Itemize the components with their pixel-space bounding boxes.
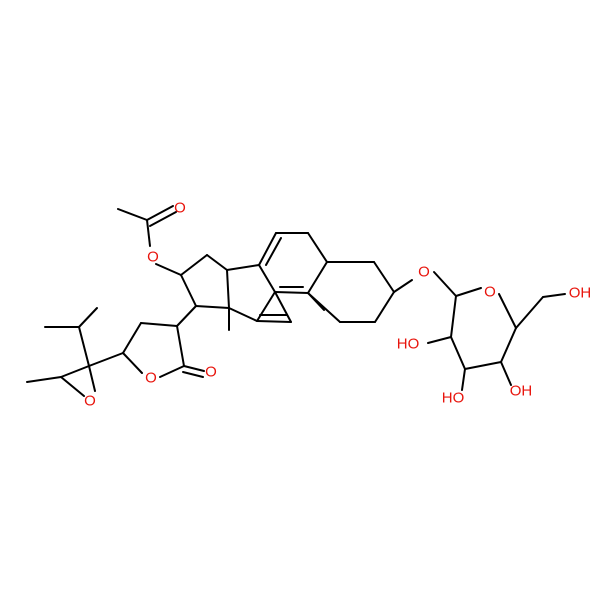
bond-c1s-ring-o: [455, 287, 482, 297]
bond-c10-c9: [274, 291, 309, 294]
bond-epoxide-c-o2: [88, 365, 96, 392]
bond-c3s-oh: [461, 368, 466, 391]
bond-methyl-acetyl: [117, 208, 148, 221]
bond-c3-o-glycoside: [393, 279, 413, 293]
oxygen-label: O: [84, 393, 96, 410]
bond-c17-lactone: [176, 305, 197, 327]
bond-epoxide-isopropyl: [78, 326, 90, 367]
bond-c2s-oh: [427, 336, 452, 344]
bond-carbonyl-c-o: [146, 205, 174, 221]
bond-c8-c7: [258, 232, 277, 266]
bond-acyl-ester-o: [146, 219, 151, 247]
bond-c2-c3: [374, 291, 395, 323]
bond-c-side-ch2: [122, 322, 142, 354]
hydroxyl-label: HO: [442, 390, 465, 407]
bond-c4s-oh: [500, 361, 512, 386]
bond-ch2-lactone: [140, 322, 178, 327]
oxygen-label: O: [147, 249, 159, 266]
bond-c16-c15: [180, 254, 208, 276]
bond-c11-c12: [228, 307, 258, 322]
bond-c2s-c1s: [450, 295, 457, 338]
hydroxyl-label: OH: [569, 285, 592, 302]
bond-c17-c16: [180, 274, 197, 307]
bond-co-o-carbonyl: [183, 365, 205, 372]
bond-c5-c10: [307, 261, 328, 294]
bond-c5s-c4s: [500, 327, 517, 363]
bond-c11b-c12b: [256, 320, 292, 323]
bond-c8-c7-double: [265, 237, 282, 266]
bond-epoxide-methyl: [26, 376, 62, 383]
oxygen-label: O: [418, 264, 430, 281]
bond-co-ring-o: [159, 365, 185, 378]
oxygen-label: O: [174, 200, 186, 217]
bond-c10-c1: [307, 292, 341, 323]
oxygen-label: O: [145, 370, 157, 387]
bond-c3-c4: [373, 261, 395, 293]
bond-c6s-oh: [542, 293, 566, 298]
bond-c5s-c6s: [515, 296, 544, 329]
atom-labels: O O O O OH HO HO OH O O O: [84, 200, 591, 410]
bond-c14-c13: [226, 269, 230, 309]
bond-c3s-c2s: [450, 336, 466, 370]
bond-c14-c8: [226, 264, 260, 271]
bond-c9-c11b: [274, 291, 292, 323]
oxygen-label: O: [205, 364, 217, 381]
bond-side-epoxide-c: [88, 352, 124, 367]
bond-lactone-c-co: [176, 325, 185, 367]
bond-c9-c11: [256, 291, 276, 322]
hydroxyl-label: OH: [510, 383, 533, 400]
bond-c8-c9: [258, 264, 276, 293]
hydroxyl-label: HO: [397, 336, 420, 353]
bond-ester-o-c16: [155, 263, 182, 276]
bond-epoxide-c-c: [60, 365, 90, 378]
bond-c15-c14: [206, 254, 228, 271]
bonds: [26, 205, 566, 397]
bond-o-glyc-c1s: [433, 271, 457, 297]
bond-epoxide-c-o: [60, 376, 85, 397]
bond-c13-c17: [195, 305, 230, 309]
bond-c6-c5: [307, 232, 328, 263]
bond-isopropyl-methyl-b: [78, 307, 98, 328]
bond-co-o-carbonyl-double: [182, 371, 204, 378]
bond-c4s-c3s: [464, 361, 502, 370]
bond-carbonyl-c-o-double: [149, 211, 177, 227]
bond-ring-o-c5s: [498, 293, 517, 329]
oxygen-label: O: [484, 284, 496, 301]
bond-ring-o-c-side: [122, 352, 143, 374]
